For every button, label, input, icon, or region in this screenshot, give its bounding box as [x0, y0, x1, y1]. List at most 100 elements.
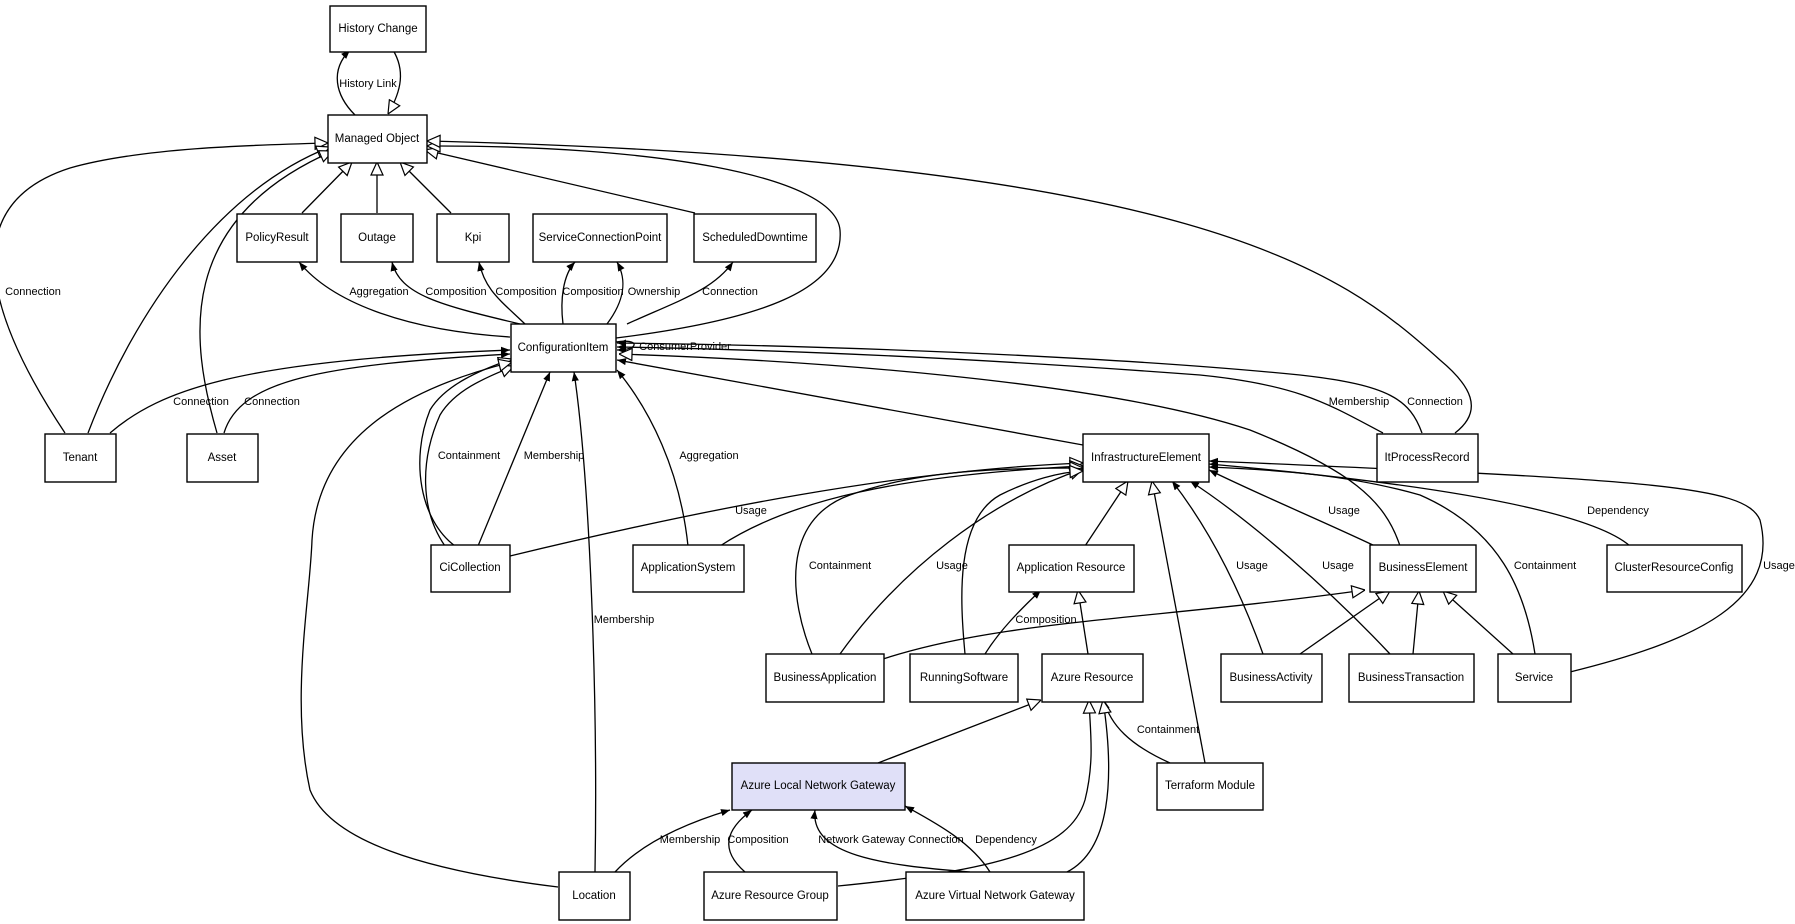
node-label: Outage	[358, 232, 396, 244]
edge-businessactivity-gen-be	[1299, 591, 1390, 655]
node-asset[interactable]: Asset	[186, 433, 259, 483]
node-label: CiCollection	[439, 562, 500, 574]
label-connection-tenant-mo: Connection	[5, 286, 61, 298]
node-policy-result[interactable]: PolicyResult	[236, 213, 318, 263]
node-label: ApplicationSystem	[641, 562, 736, 574]
edge-avng-networkgatewayconnection-alng	[810, 809, 971, 873]
node-managed-object[interactable]: Managed Object	[327, 114, 428, 164]
edge-businesselement-gen-ci	[619, 354, 1401, 547]
node-azure-local-network-gateway[interactable]: Azure Local Network Gateway	[731, 762, 906, 811]
edge-businesselement-usage-ie	[1208, 469, 1376, 547]
node-application-resource[interactable]: Application Resource	[1008, 544, 1135, 593]
node-label: PolicyResult	[245, 232, 309, 244]
node-business-activity[interactable]: BusinessActivity	[1220, 653, 1323, 703]
edge-location-gen-ci	[300, 362, 559, 888]
node-terraform-module[interactable]: Terraform Module	[1156, 762, 1264, 811]
label-connection-asset-ci: Connection	[244, 396, 300, 408]
node-infrastructure-element[interactable]: InfrastructureElement	[1082, 433, 1210, 483]
edge-kpi-mo	[400, 162, 452, 214]
node-label: Azure Local Network Gateway	[741, 780, 896, 792]
label-containment-ba-ie: Containment	[809, 560, 871, 572]
edge-applicationsystem-usage-ie	[719, 466, 1083, 547]
label-connection-itpr-ci: Connection	[1407, 396, 1463, 408]
node-tenant[interactable]: Tenant	[44, 433, 117, 483]
edge-itprocessrecord-mo	[427, 141, 1472, 434]
edge-ci-aggregation-policyresult	[298, 261, 511, 338]
node-label: Asset	[208, 452, 238, 464]
node-business-element[interactable]: BusinessElement	[1369, 544, 1477, 593]
node-azure-resource[interactable]: Azure Resource	[1041, 653, 1144, 703]
edge-applicationsystem-aggregation-ci	[616, 369, 689, 547]
label-usage-btransaction-ie: Usage	[1322, 560, 1354, 572]
edge-businessapplication-usage-ie	[839, 469, 1083, 655]
label-composition-rs-ar: Composition	[1015, 614, 1076, 626]
edge-applicationresource-gen-ie	[1084, 481, 1128, 547]
edge-service-gen-be	[1443, 591, 1514, 655]
node-scheduled-downtime[interactable]: ScheduledDowntime	[693, 213, 817, 263]
node-label: ItProcessRecord	[1384, 452, 1469, 464]
node-it-process-record[interactable]: ItProcessRecord	[1376, 433, 1479, 483]
edge-ci-composition-kpi	[477, 261, 526, 325]
edge-asset-connection-ci	[223, 350, 511, 434]
label-history-link: History Link	[339, 78, 397, 90]
label-containment-service-ie: Containment	[1514, 560, 1576, 572]
node-label: InfrastructureElement	[1091, 452, 1202, 464]
node-kpi[interactable]: Kpi	[436, 213, 510, 263]
node-cluster-resource-config[interactable]: ClusterResourceConfig	[1606, 544, 1743, 593]
label-networkgatewayconnection: Network Gateway Connection	[818, 834, 964, 846]
node-business-application[interactable]: BusinessApplication	[765, 653, 885, 703]
node-label: Azure Resource	[1051, 672, 1133, 684]
node-location[interactable]: Location	[558, 871, 631, 921]
label-containment-tm-azr: Containment	[1137, 724, 1199, 736]
edge-history-link	[336, 49, 356, 116]
label-connection-sd: Connection	[702, 286, 758, 298]
node-running-software[interactable]: RunningSoftware	[909, 653, 1019, 703]
label-dependency-avng-alng: Dependency	[975, 834, 1037, 846]
label-composition-outage: Composition	[425, 286, 486, 298]
edge-service-usage-ie	[1208, 457, 1764, 673]
node-label: Kpi	[465, 232, 482, 244]
edge-asset-gen-mo	[199, 151, 333, 434]
node-label: RunningSoftware	[920, 672, 1008, 684]
label-aggregation-applicationsystem: Aggregation	[679, 450, 738, 462]
edge-businessactivity-usage-ie	[1171, 480, 1264, 655]
label-membership-location-ci: Membership	[594, 614, 655, 626]
node-configuration-item[interactable]: ConfigurationItem	[510, 323, 617, 373]
node-label: Service	[1515, 672, 1553, 684]
label-containment-cicollection: Containment	[438, 450, 500, 462]
edge-cicollection-containment-ci-2	[424, 366, 514, 547]
edge-ci-mo	[427, 146, 841, 339]
node-business-transaction[interactable]: BusinessTransaction	[1348, 653, 1475, 703]
edge-avng-dependency-alng	[904, 805, 991, 873]
node-application-system[interactable]: ApplicationSystem	[632, 544, 745, 593]
label-membership-cicollection: Membership	[524, 450, 585, 462]
label-usage-cicollection-ie: Usage	[735, 505, 767, 517]
node-label: History Change	[338, 23, 417, 35]
node-label: BusinessElement	[1379, 562, 1469, 574]
edge-scheduleddowntime-mo	[425, 150, 696, 214]
edge-runningsoftware-usage-ie	[961, 471, 1083, 655]
edges	[0, 49, 1764, 888]
edge-location-membership-ci	[571, 371, 597, 873]
node-service-connection-point[interactable]: ServiceConnectionPoint	[532, 213, 668, 263]
node-label: BusinessTransaction	[1358, 672, 1464, 684]
edge-labels: History Link Connection Aggregation Comp…	[5, 78, 1795, 846]
edge-cicollection-usage-ie	[509, 463, 1083, 557]
node-azure-resource-group[interactable]: Azure Resource Group	[703, 871, 838, 921]
node-service[interactable]: Service	[1497, 653, 1572, 703]
node-label: Tenant	[63, 452, 98, 464]
edge-ci-composition-scp	[561, 261, 576, 325]
node-label: Azure Virtual Network Gateway	[915, 890, 1075, 902]
edge-ie-gen-ci	[616, 358, 1084, 446]
edge-itprocessrecord-membership-ci	[616, 343, 1384, 434]
node-history-change[interactable]: History Change	[329, 5, 427, 53]
node-azure-virtual-network-gateway[interactable]: Azure Virtual Network Gateway	[905, 871, 1085, 921]
node-label: BusinessActivity	[1229, 672, 1312, 684]
label-aggregation-policyresult: Aggregation	[349, 286, 408, 298]
node-label: ServiceConnectionPoint	[539, 232, 663, 244]
node-ci-collection[interactable]: CiCollection	[430, 544, 511, 593]
edge-avng-gen-azureresource	[1066, 700, 1109, 873]
node-outage[interactable]: Outage	[340, 213, 414, 263]
label-membership-itpr-ci: Membership	[1329, 396, 1390, 408]
label-consumerprovider: ConsumerProvider	[639, 341, 731, 353]
